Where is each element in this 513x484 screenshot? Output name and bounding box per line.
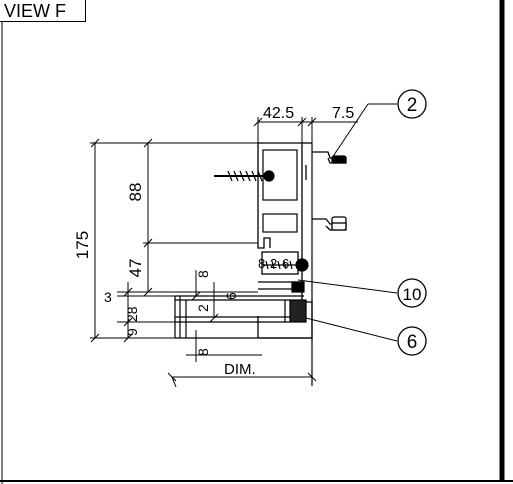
callout-2-circle: [397, 89, 427, 119]
view-title: VIEW F: [0, 0, 86, 22]
dim-7-5: 7.5: [332, 105, 354, 122]
dim-2-inner: 2: [270, 256, 277, 271]
callout-6-label: 6: [407, 332, 418, 353]
gasket-clip: [305, 151, 347, 231]
dim-9: 9: [124, 328, 140, 336]
dim-47: 47: [126, 259, 145, 278]
glass-unit: [174, 281, 307, 338]
lower-fastener: [262, 258, 309, 272]
dim-8-bottom: 8: [195, 348, 211, 356]
dim-6: 6: [223, 292, 239, 300]
dim-3: 3: [104, 289, 112, 305]
dim-42-5: 42.5: [263, 105, 294, 122]
callout-leaders: [297, 103, 398, 342]
callout-2-label: 2: [407, 95, 418, 116]
callout-6-circle: [397, 326, 427, 356]
dimension-lines: [90, 117, 358, 388]
dim-label: DIM.: [224, 361, 256, 378]
dim-28: 28: [124, 306, 140, 322]
dim-88: 88: [126, 183, 145, 202]
dim-8-top: 8: [195, 270, 211, 278]
dim-175: 175: [73, 231, 92, 259]
callout-10-circle: [397, 278, 427, 308]
dim-8-inner: 8: [258, 256, 265, 271]
fixing-screw: [214, 170, 275, 182]
dim-6-inner: 6: [282, 256, 289, 271]
callout-10-label: 10: [403, 285, 422, 304]
dim-2: 2: [195, 304, 211, 312]
